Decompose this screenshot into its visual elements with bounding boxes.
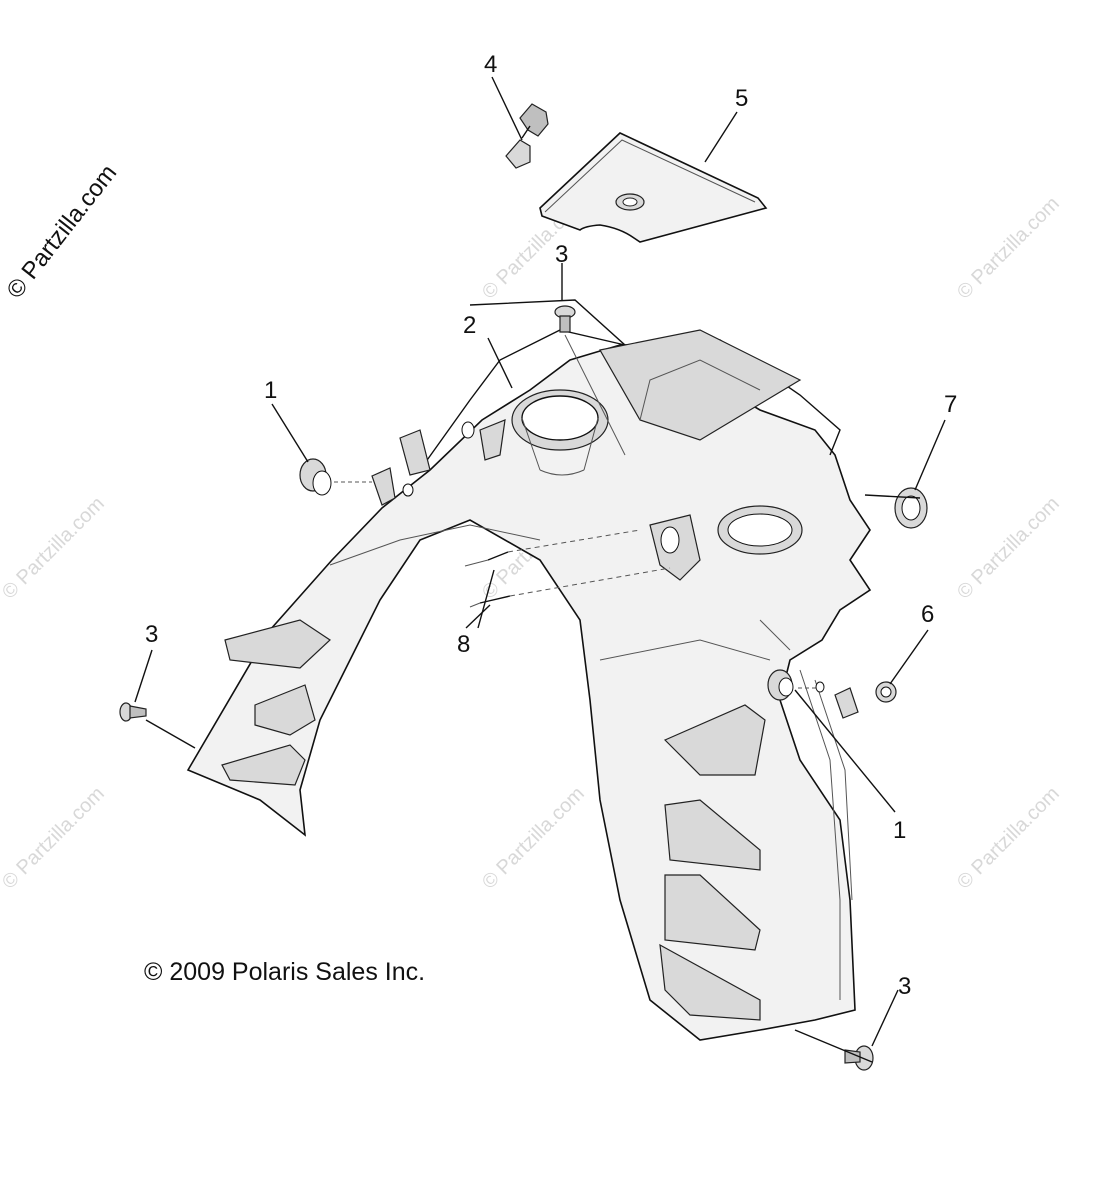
callout-1-left: 1 [264, 377, 277, 404]
callout-3-bottom: 3 [898, 973, 911, 1000]
callout-3-top: 3 [555, 241, 568, 268]
right-vents [659, 704, 766, 1021]
watermark-main: © Partzilla.com [1, 160, 122, 304]
part-7-grommet-ring [894, 487, 928, 529]
left-vents [221, 619, 331, 786]
leader-lines [134, 76, 946, 1063]
callout-3-left: 3 [145, 621, 158, 648]
copyright-notice: © 2009 Polaris Sales Inc. [144, 958, 425, 986]
part-6-nut [875, 681, 897, 703]
part-1-right-grommet [767, 669, 859, 719]
callout-1-right: 1 [893, 817, 906, 844]
part-5-cover [539, 132, 768, 243]
callouts: 1 1 2 3 3 3 4 5 6 7 8 [145, 51, 957, 1000]
part-2-console [186, 299, 872, 1041]
watermark: © Partzilla.com [953, 493, 1064, 604]
part-4-latch [505, 103, 549, 169]
part-1-left-grommet [299, 429, 431, 506]
callout-4: 4 [484, 51, 497, 78]
callout-8: 8 [457, 631, 470, 658]
part-3-screw-left [119, 702, 147, 722]
callout-6: 6 [921, 601, 934, 628]
part-3-screw-bottom [844, 1045, 874, 1071]
watermark: © Partzilla.com [0, 493, 109, 604]
callout-5: 5 [735, 85, 748, 112]
callout-7: 7 [944, 391, 957, 418]
callout-2: 2 [463, 312, 476, 339]
part-3-screw-top [554, 305, 576, 333]
watermark: © Partzilla.com [0, 783, 109, 894]
part-8-pins [464, 529, 671, 608]
watermark: © Partzilla.com [953, 783, 1064, 894]
watermark: © Partzilla.com [478, 783, 589, 894]
watermark: © Partzilla.com [953, 193, 1064, 304]
